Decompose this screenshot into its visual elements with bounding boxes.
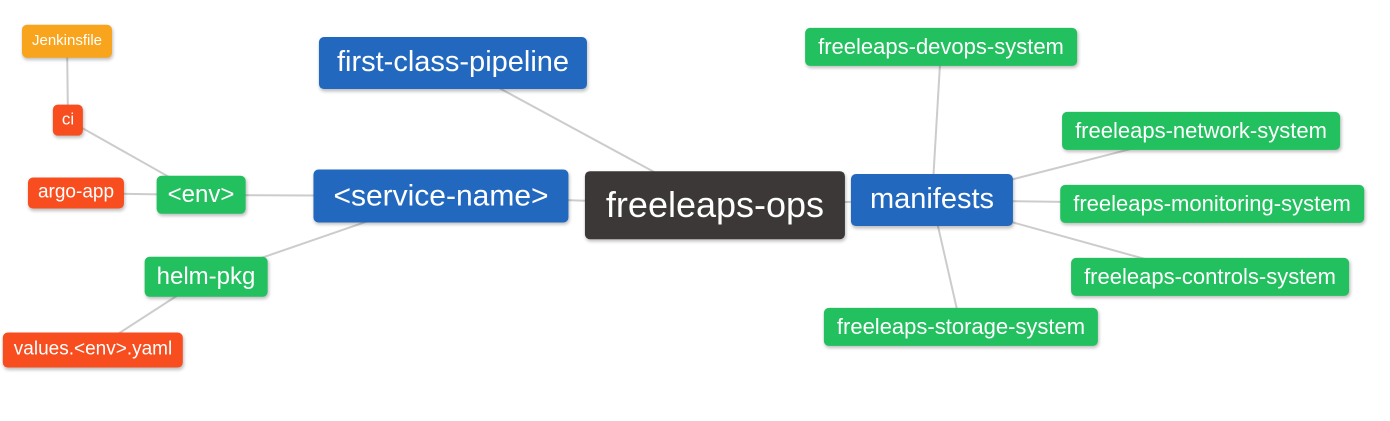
mindmap-node-controls-system[interactable]: freeleaps-controls-system [1071,257,1349,297]
mindmap-node-argo-app[interactable]: argo-app [27,177,125,209]
mindmap-node-manifests[interactable]: manifests [850,174,1014,226]
mindmap-node-network-system[interactable]: freeleaps-network-system [1062,111,1340,151]
mindmap-node-storage-system[interactable]: freeleaps-storage-system [823,307,1099,347]
mindmap-node-values-env-yaml[interactable]: values.<env>.yaml [2,332,184,368]
mindmap-node-freeleaps-ops[interactable]: freeleaps-ops [584,171,846,239]
mindmap-node-monitoring-system[interactable]: freeleaps-monitoring-system [1060,184,1364,224]
mindmap-node-jenkinsfile[interactable]: Jenkinsfile [21,24,113,58]
mindmap-node-helm-pkg[interactable]: helm-pkg [144,256,268,298]
mindmap-node-service-name[interactable]: <service-name> [313,169,569,223]
mindmap-node-env[interactable]: <env> [156,175,246,215]
mindmap-node-ci[interactable]: ci [52,104,84,136]
mindmap-node-devops-system[interactable]: freeleaps-devops-system [805,27,1077,67]
mindmap-node-first-class-pipeline[interactable]: first-class-pipeline [318,37,588,89]
